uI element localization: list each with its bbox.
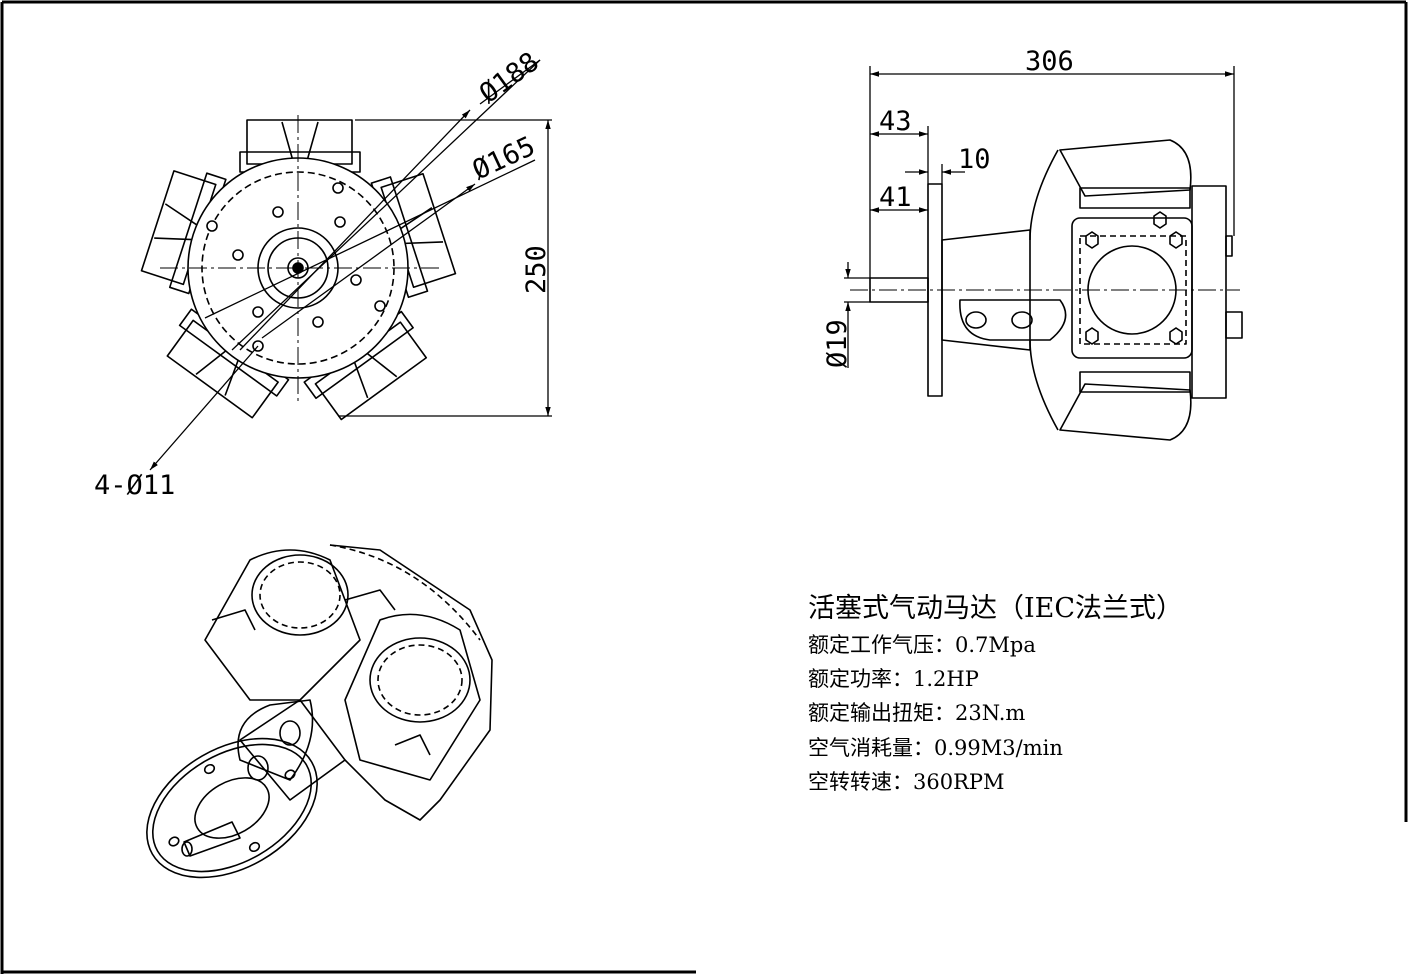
motor-housing [1071, 217, 1193, 359]
dim-holes: 4-Ø11 [94, 470, 175, 501]
bolt-holes [206, 182, 386, 352]
iso-shaft [183, 821, 241, 857]
dim-length: 306 [1025, 46, 1074, 77]
spec-rated-pressure: 额定工作气压：0.7Mpa [808, 633, 1036, 657]
dim-flange-b: 41 [879, 182, 912, 213]
spec-rated-torque: 额定输出扭矩：23N.m [808, 701, 1026, 725]
center-lines [160, 115, 440, 405]
spec-title: 活塞式气动马达（IEC法兰式） [808, 593, 1184, 624]
side-view [850, 139, 1243, 441]
dim-height: 250 [521, 245, 552, 294]
rear-cover [1191, 185, 1227, 399]
isometric-view [146, 544, 493, 879]
iso-lug [237, 699, 314, 781]
front-view [140, 115, 457, 421]
dim-shaft: Ø19 [822, 319, 853, 368]
spec-idle-speed: 空转转速：360RPM [808, 770, 1005, 794]
front-dimensions [149, 59, 552, 471]
side-dimensions [844, 66, 1235, 368]
dim-pcd-inner: Ø165 [468, 131, 540, 187]
iso-housing [329, 544, 493, 821]
dim-flange-a: 43 [879, 106, 912, 137]
dim-pcd-outer: Ø188 [474, 46, 545, 109]
spec-air-consumption: 空气消耗量：0.99M3/min [808, 736, 1063, 760]
housing-bolts [1085, 211, 1183, 345]
iso-cylinder-2 [344, 613, 481, 781]
iso-cylinder-1 [204, 549, 361, 701]
dim-flange-thickness: 10 [958, 144, 991, 175]
mounting-lug [959, 299, 1067, 341]
iso-flange [146, 737, 318, 879]
spec-rated-power: 额定功率：1.2HP [808, 667, 979, 691]
